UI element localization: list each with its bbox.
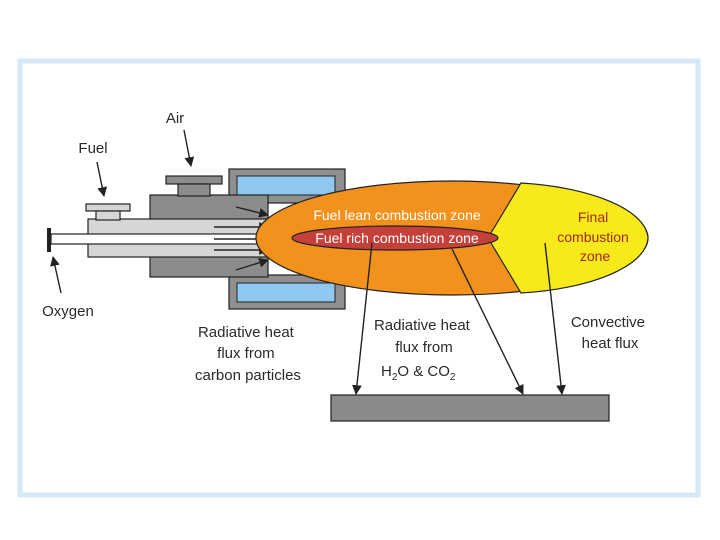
convective-label: Convective heat flux [571, 314, 649, 352]
radiative-carbon-label: Radiative heat flux from carbon particle… [195, 324, 301, 384]
formula-mid: O & CO [397, 363, 450, 380]
final-zone-line-3: zone [580, 248, 611, 264]
final-zone-line-2: combustion [557, 229, 629, 245]
formula-sub-b: 2 [450, 372, 456, 383]
fuel-rich-zone-label: Fuel rich combustion zone [315, 230, 479, 246]
final-combustion-zone [487, 182, 649, 294]
radiative-h2o-formula: H2O & CO2 [381, 363, 456, 383]
air-label: Air [166, 110, 184, 127]
convective-line-2: heat flux [582, 335, 639, 352]
heat-flux-arrows [352, 242, 566, 395]
final-zone-label: Final combustion zone [557, 209, 632, 264]
radiative-carbon-line-1: Radiative heat [198, 324, 295, 341]
radiative-carbon-line-2: flux from [217, 345, 275, 362]
fuel-lean-zone-label: Fuel lean combustion zone [313, 207, 481, 223]
formula-h: H [381, 363, 392, 380]
fuel-inlet [85, 203, 131, 221]
air-inlet [165, 175, 223, 197]
convective-line-1: Convective [571, 314, 645, 331]
oxygen-label: Oxygen [42, 303, 94, 320]
fuel-label: Fuel [78, 140, 107, 157]
load-plate [330, 394, 610, 422]
radiative-h2o-line-2: flux from [395, 339, 453, 356]
label-arrows [50, 129, 195, 294]
final-zone-line-1: Final [578, 209, 608, 225]
radiative-h2o-label: Radiative heat flux from [374, 317, 474, 356]
formula-sub-a: 2 [392, 372, 398, 383]
fuel-rich-zone [291, 225, 499, 251]
radiative-h2o-line-1: Radiative heat [374, 317, 471, 334]
radiative-carbon-line-3: carbon particles [195, 367, 301, 384]
